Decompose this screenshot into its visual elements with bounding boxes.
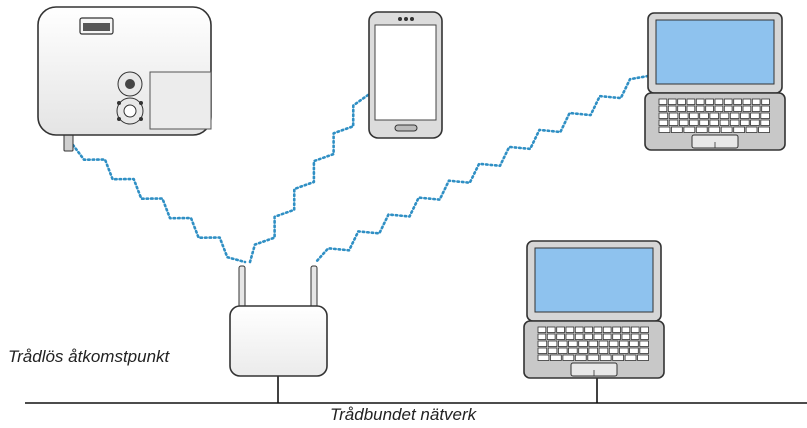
wireless-links <box>71 74 650 264</box>
wired-network-label: Trådbundet nätverk <box>330 405 477 424</box>
wireless-link-projector <box>71 143 247 264</box>
wireless-link-smartphone <box>248 93 370 264</box>
access-point-label: Trådlös åtkomstpunkt <box>8 347 170 366</box>
laptop-icon <box>644 12 786 151</box>
smartphone-icon <box>368 11 443 139</box>
router-icon <box>229 265 328 377</box>
laptop-icon <box>523 240 665 379</box>
projector-icon <box>37 6 212 152</box>
wireless-link-laptop <box>314 74 650 264</box>
